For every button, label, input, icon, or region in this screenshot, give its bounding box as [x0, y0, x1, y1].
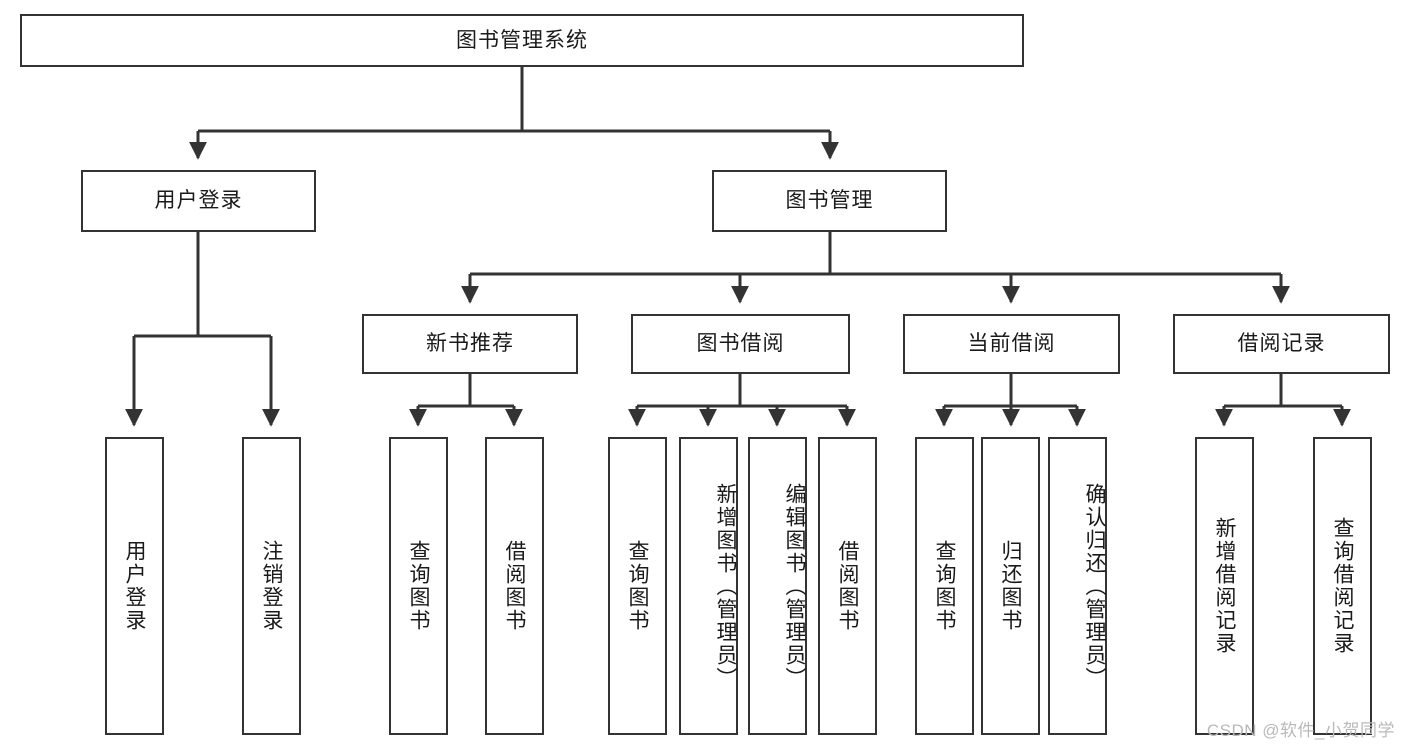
node-leaf-user-login-label: 用户登录 — [123, 540, 146, 632]
node-leaf-return-book-label: 归还图书 — [999, 540, 1022, 632]
node-borrow-record-label: 借阅记录 — [1237, 332, 1326, 356]
node-leaf-query-book-2[interactable]: 查询图书 — [608, 437, 667, 735]
node-leaf-logout-label: 注销登录 — [260, 540, 283, 632]
node-root[interactable]: 图书管理系统 — [20, 14, 1024, 67]
node-borrow-record[interactable]: 借阅记录 — [1173, 314, 1390, 374]
node-leaf-borrow-book-2[interactable]: 借阅图书 — [818, 437, 877, 735]
node-new-book-recommend-label: 新书推荐 — [426, 332, 514, 356]
node-leaf-query-book-2-label: 查询图书 — [626, 540, 649, 632]
node-leaf-confirm-return-label: 确认归还（管理员） — [1083, 482, 1106, 690]
node-leaf-edit-book-label: 编辑图书（管理员） — [783, 482, 806, 690]
node-user-login[interactable]: 用户登录 — [81, 170, 316, 232]
node-leaf-query-book-3-label: 查询图书 — [933, 540, 956, 632]
node-leaf-add-book-label: 新增图书（管理员） — [714, 482, 737, 690]
node-leaf-borrow-book-1-label: 借阅图书 — [503, 540, 526, 632]
node-new-book-recommend[interactable]: 新书推荐 — [362, 314, 578, 374]
csdn-watermark: CSDN @软件_小贺同学 — [1206, 721, 1395, 740]
node-leaf-query-book-1[interactable]: 查询图书 — [389, 437, 448, 735]
node-current-borrow[interactable]: 当前借阅 — [903, 314, 1120, 374]
node-leaf-user-login[interactable]: 用户登录 — [105, 437, 164, 735]
node-current-borrow-label: 当前借阅 — [967, 332, 1056, 356]
node-leaf-add-record-label: 新增借阅记录 — [1213, 517, 1236, 655]
node-book-manage-label: 图书管理 — [785, 189, 874, 213]
node-leaf-confirm-return[interactable]: 确认归还（管理员） — [1048, 437, 1107, 735]
node-book-borrow-label: 图书借阅 — [696, 332, 785, 356]
node-user-login-label: 用户登录 — [154, 189, 243, 213]
node-leaf-return-book[interactable]: 归还图书 — [981, 437, 1040, 735]
node-root-label: 图书管理系统 — [456, 28, 588, 52]
node-book-manage[interactable]: 图书管理 — [712, 170, 947, 232]
node-leaf-borrow-book-2-label: 借阅图书 — [836, 540, 859, 632]
node-leaf-edit-book[interactable]: 编辑图书（管理员） — [748, 437, 807, 735]
node-leaf-query-book-3[interactable]: 查询图书 — [915, 437, 974, 735]
node-book-borrow[interactable]: 图书借阅 — [631, 314, 850, 374]
node-leaf-add-record[interactable]: 新增借阅记录 — [1195, 437, 1254, 735]
node-leaf-borrow-book-1[interactable]: 借阅图书 — [485, 437, 544, 735]
node-leaf-query-record[interactable]: 查询借阅记录 — [1313, 437, 1372, 735]
node-leaf-add-book[interactable]: 新增图书（管理员） — [679, 437, 738, 735]
node-leaf-logout[interactable]: 注销登录 — [242, 437, 301, 735]
node-leaf-query-record-label: 查询借阅记录 — [1331, 517, 1354, 655]
node-leaf-query-book-1-label: 查询图书 — [407, 540, 430, 632]
